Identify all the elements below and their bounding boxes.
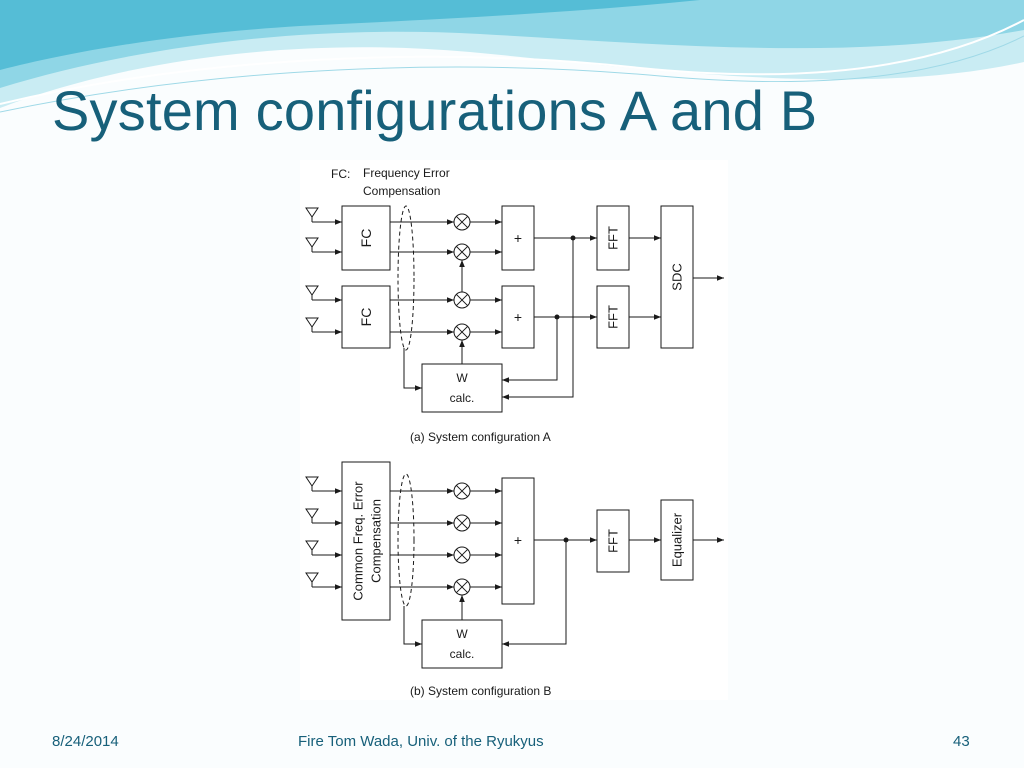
fft-label-b: FFT bbox=[606, 529, 621, 553]
fc-label-2: FC bbox=[358, 308, 374, 327]
antenna-icon bbox=[305, 540, 319, 555]
branch-group-ellipse-a bbox=[397, 205, 415, 351]
fc-block-2 bbox=[341, 285, 391, 349]
fft-label-a1: FFT bbox=[606, 226, 621, 250]
adder-block-b bbox=[501, 477, 535, 605]
header-wave-line bbox=[0, 19, 1024, 105]
antenna-icon bbox=[305, 237, 319, 252]
w-label-a: W bbox=[456, 371, 468, 385]
config-b-antennas bbox=[305, 476, 319, 587]
footer-center: Fire Tom Wada, Univ. of the Ryukyus bbox=[298, 733, 544, 750]
fc-block-1 bbox=[341, 205, 391, 271]
system-diagram: FC: Frequency Error Compensation bbox=[300, 160, 728, 700]
fc-label-1: FC bbox=[358, 229, 374, 248]
legend-desc-1: Frequency Error bbox=[363, 166, 450, 180]
footer-page-number: 43 bbox=[953, 733, 970, 750]
antenna-icon bbox=[305, 476, 319, 491]
caption-a: (a) System configuration A bbox=[410, 430, 551, 444]
legend-fc: FC: bbox=[331, 167, 350, 181]
antenna-icon bbox=[305, 317, 319, 332]
antenna-icon bbox=[305, 508, 319, 523]
slide-title: System configurations A and B bbox=[52, 79, 818, 142]
common-fc-block bbox=[341, 461, 391, 621]
config-a-antennas bbox=[305, 207, 319, 332]
fft-block-b bbox=[596, 509, 630, 573]
adder-label-a1: + bbox=[514, 230, 522, 246]
legend-desc-2: Compensation bbox=[363, 184, 440, 198]
adder-label-a2: + bbox=[514, 309, 522, 325]
adder-label-b: + bbox=[514, 532, 522, 548]
calc-label-b: calc. bbox=[450, 647, 475, 661]
branch-group-ellipse-b bbox=[397, 473, 415, 607]
common-fc-label-1: Common Freq. Error bbox=[351, 481, 366, 601]
sdc-label: SDC bbox=[670, 263, 685, 290]
header-wave-line-2 bbox=[0, 35, 1024, 113]
sdc-block bbox=[660, 205, 694, 349]
antenna-icon bbox=[305, 572, 319, 587]
antenna-icon bbox=[305, 207, 319, 222]
antenna-icon bbox=[305, 285, 319, 300]
footer-date: 8/24/2014 bbox=[52, 733, 119, 750]
common-fc-label-2: Compensation bbox=[369, 499, 384, 583]
fft-label-a2: FFT bbox=[606, 305, 621, 329]
equalizer-label: Equalizer bbox=[670, 512, 685, 567]
header-wave-dark bbox=[0, 0, 700, 70]
calc-label-a: calc. bbox=[450, 391, 475, 405]
caption-b: (b) System configuration B bbox=[410, 684, 551, 698]
w-label-b: W bbox=[456, 627, 468, 641]
